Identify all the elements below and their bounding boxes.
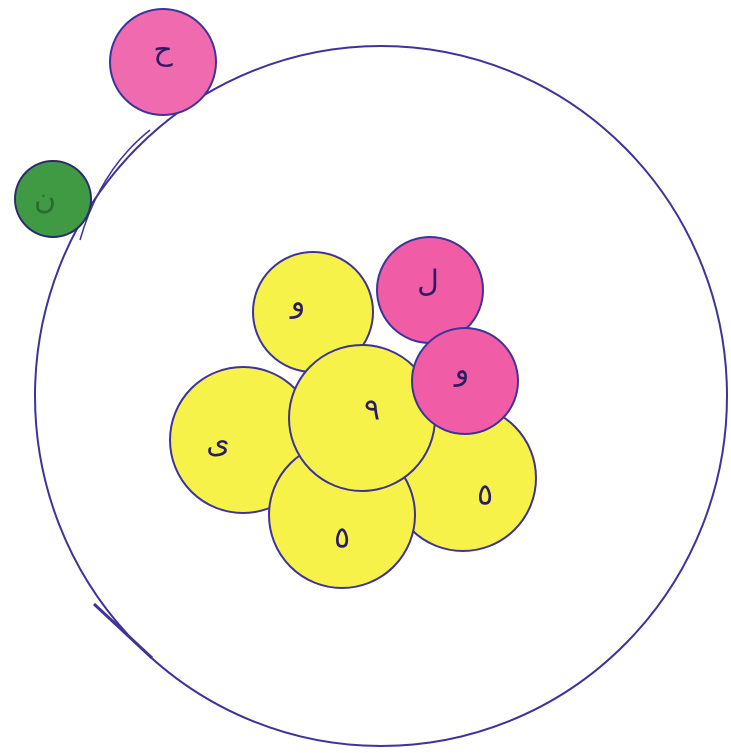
nucleon-label: ٥: [334, 521, 350, 556]
electron-label: ن: [34, 182, 56, 217]
nucleon-label: ل: [417, 265, 439, 300]
orbit-circle: [34, 45, 728, 747]
orbit-trail: [79, 129, 151, 241]
orbit-mark: [92, 602, 154, 660]
nucleon-label: و: [453, 353, 470, 388]
electron-top: ح: [109, 8, 217, 116]
electron-label: ح: [153, 33, 173, 68]
nucleon-label: و: [289, 285, 306, 320]
nucleon-label: ى: [206, 426, 229, 461]
nucleon-label: ٥: [477, 478, 493, 513]
nucleon-label: ٩: [364, 393, 380, 428]
nucleus: و ى ٥ ٥ ٩ ل و: [169, 236, 537, 589]
electron-left: ن: [14, 160, 92, 238]
nucleon-right-upper: و: [411, 327, 519, 435]
